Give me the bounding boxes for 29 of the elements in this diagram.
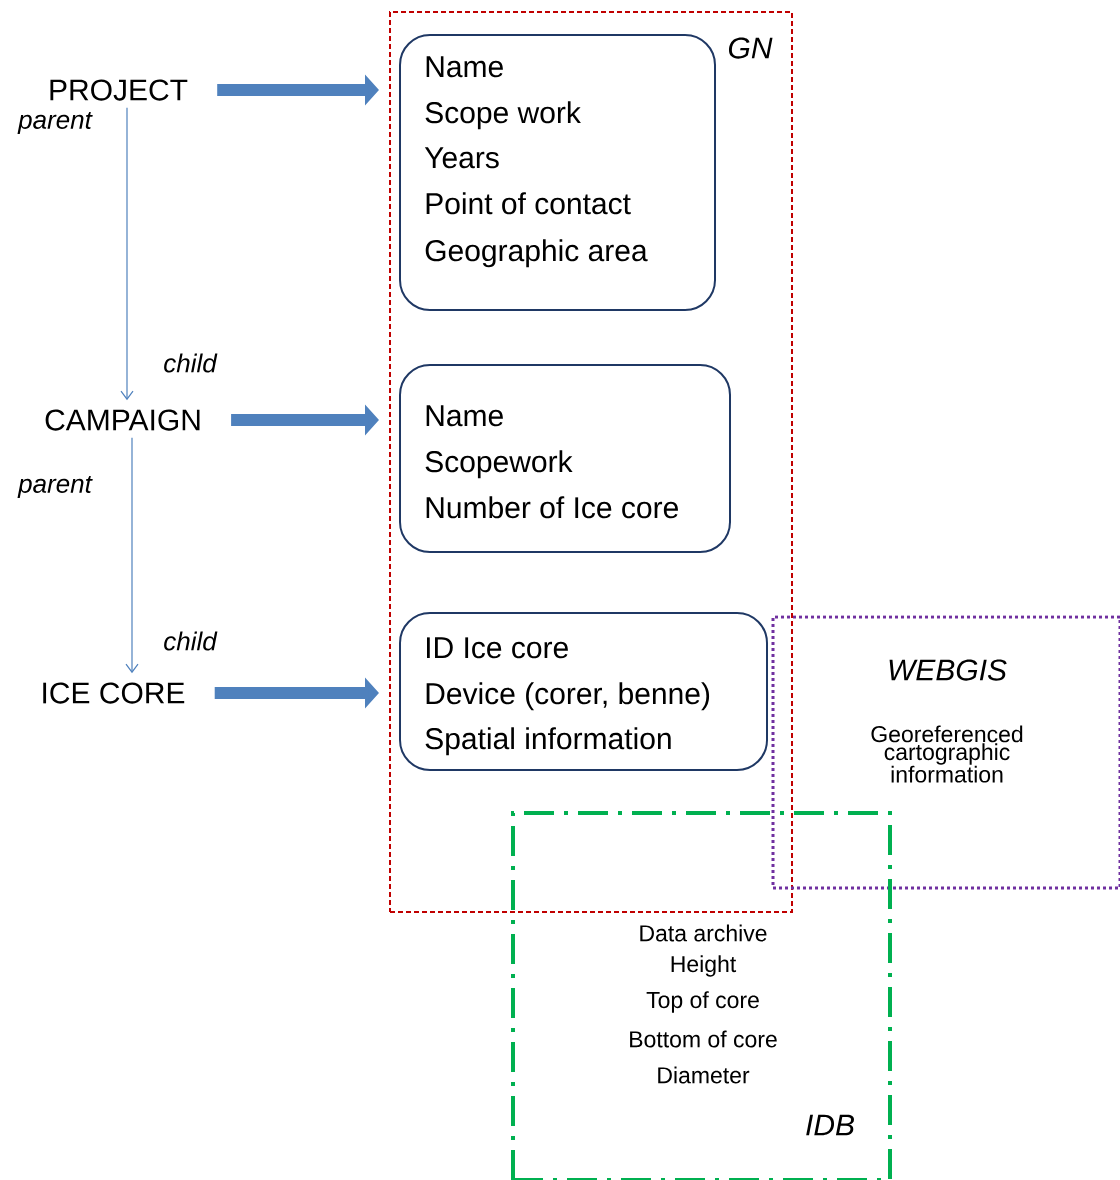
text-line: Name bbox=[426, 405, 503, 427]
text-line: Bottom of core bbox=[630, 1030, 777, 1048]
text-line: Diameter bbox=[658, 1066, 750, 1084]
relation-label: child bbox=[164, 631, 218, 651]
text-line: Data archive bbox=[640, 924, 767, 942]
text-line: Top of core bbox=[646, 991, 759, 1013]
text-line: Number of Ice core bbox=[426, 496, 678, 519]
node-label: PROJECT bbox=[50, 79, 188, 101]
text-line: Point of contact bbox=[426, 192, 631, 215]
region-text: Georeferenced cartographic information bbox=[871, 725, 1023, 783]
text-line: ID Ice core bbox=[427, 637, 568, 659]
region-title: GN bbox=[729, 37, 773, 59]
region-title: WEBGIS bbox=[889, 659, 1007, 681]
arrow bbox=[125, 437, 139, 674]
relation-label: parent bbox=[17, 111, 93, 135]
text-line: Height bbox=[671, 955, 737, 977]
text-line: Geographic area bbox=[425, 239, 648, 268]
text-line: Name bbox=[426, 56, 503, 78]
text-line: Scope work bbox=[425, 101, 581, 130]
text-line: Years bbox=[424, 147, 499, 169]
arrow bbox=[120, 107, 134, 401]
text-line: Spatial information bbox=[425, 727, 671, 756]
text-line: Device (corer, benne) bbox=[426, 682, 710, 711]
relation-label: child bbox=[164, 353, 218, 373]
region-title: IDB bbox=[806, 1114, 854, 1136]
text-line: Scopework bbox=[425, 450, 573, 479]
node-label: ICE CORE bbox=[43, 682, 185, 704]
node-label: CAMPAIGN bbox=[45, 409, 200, 431]
relation-label: parent bbox=[17, 475, 93, 499]
